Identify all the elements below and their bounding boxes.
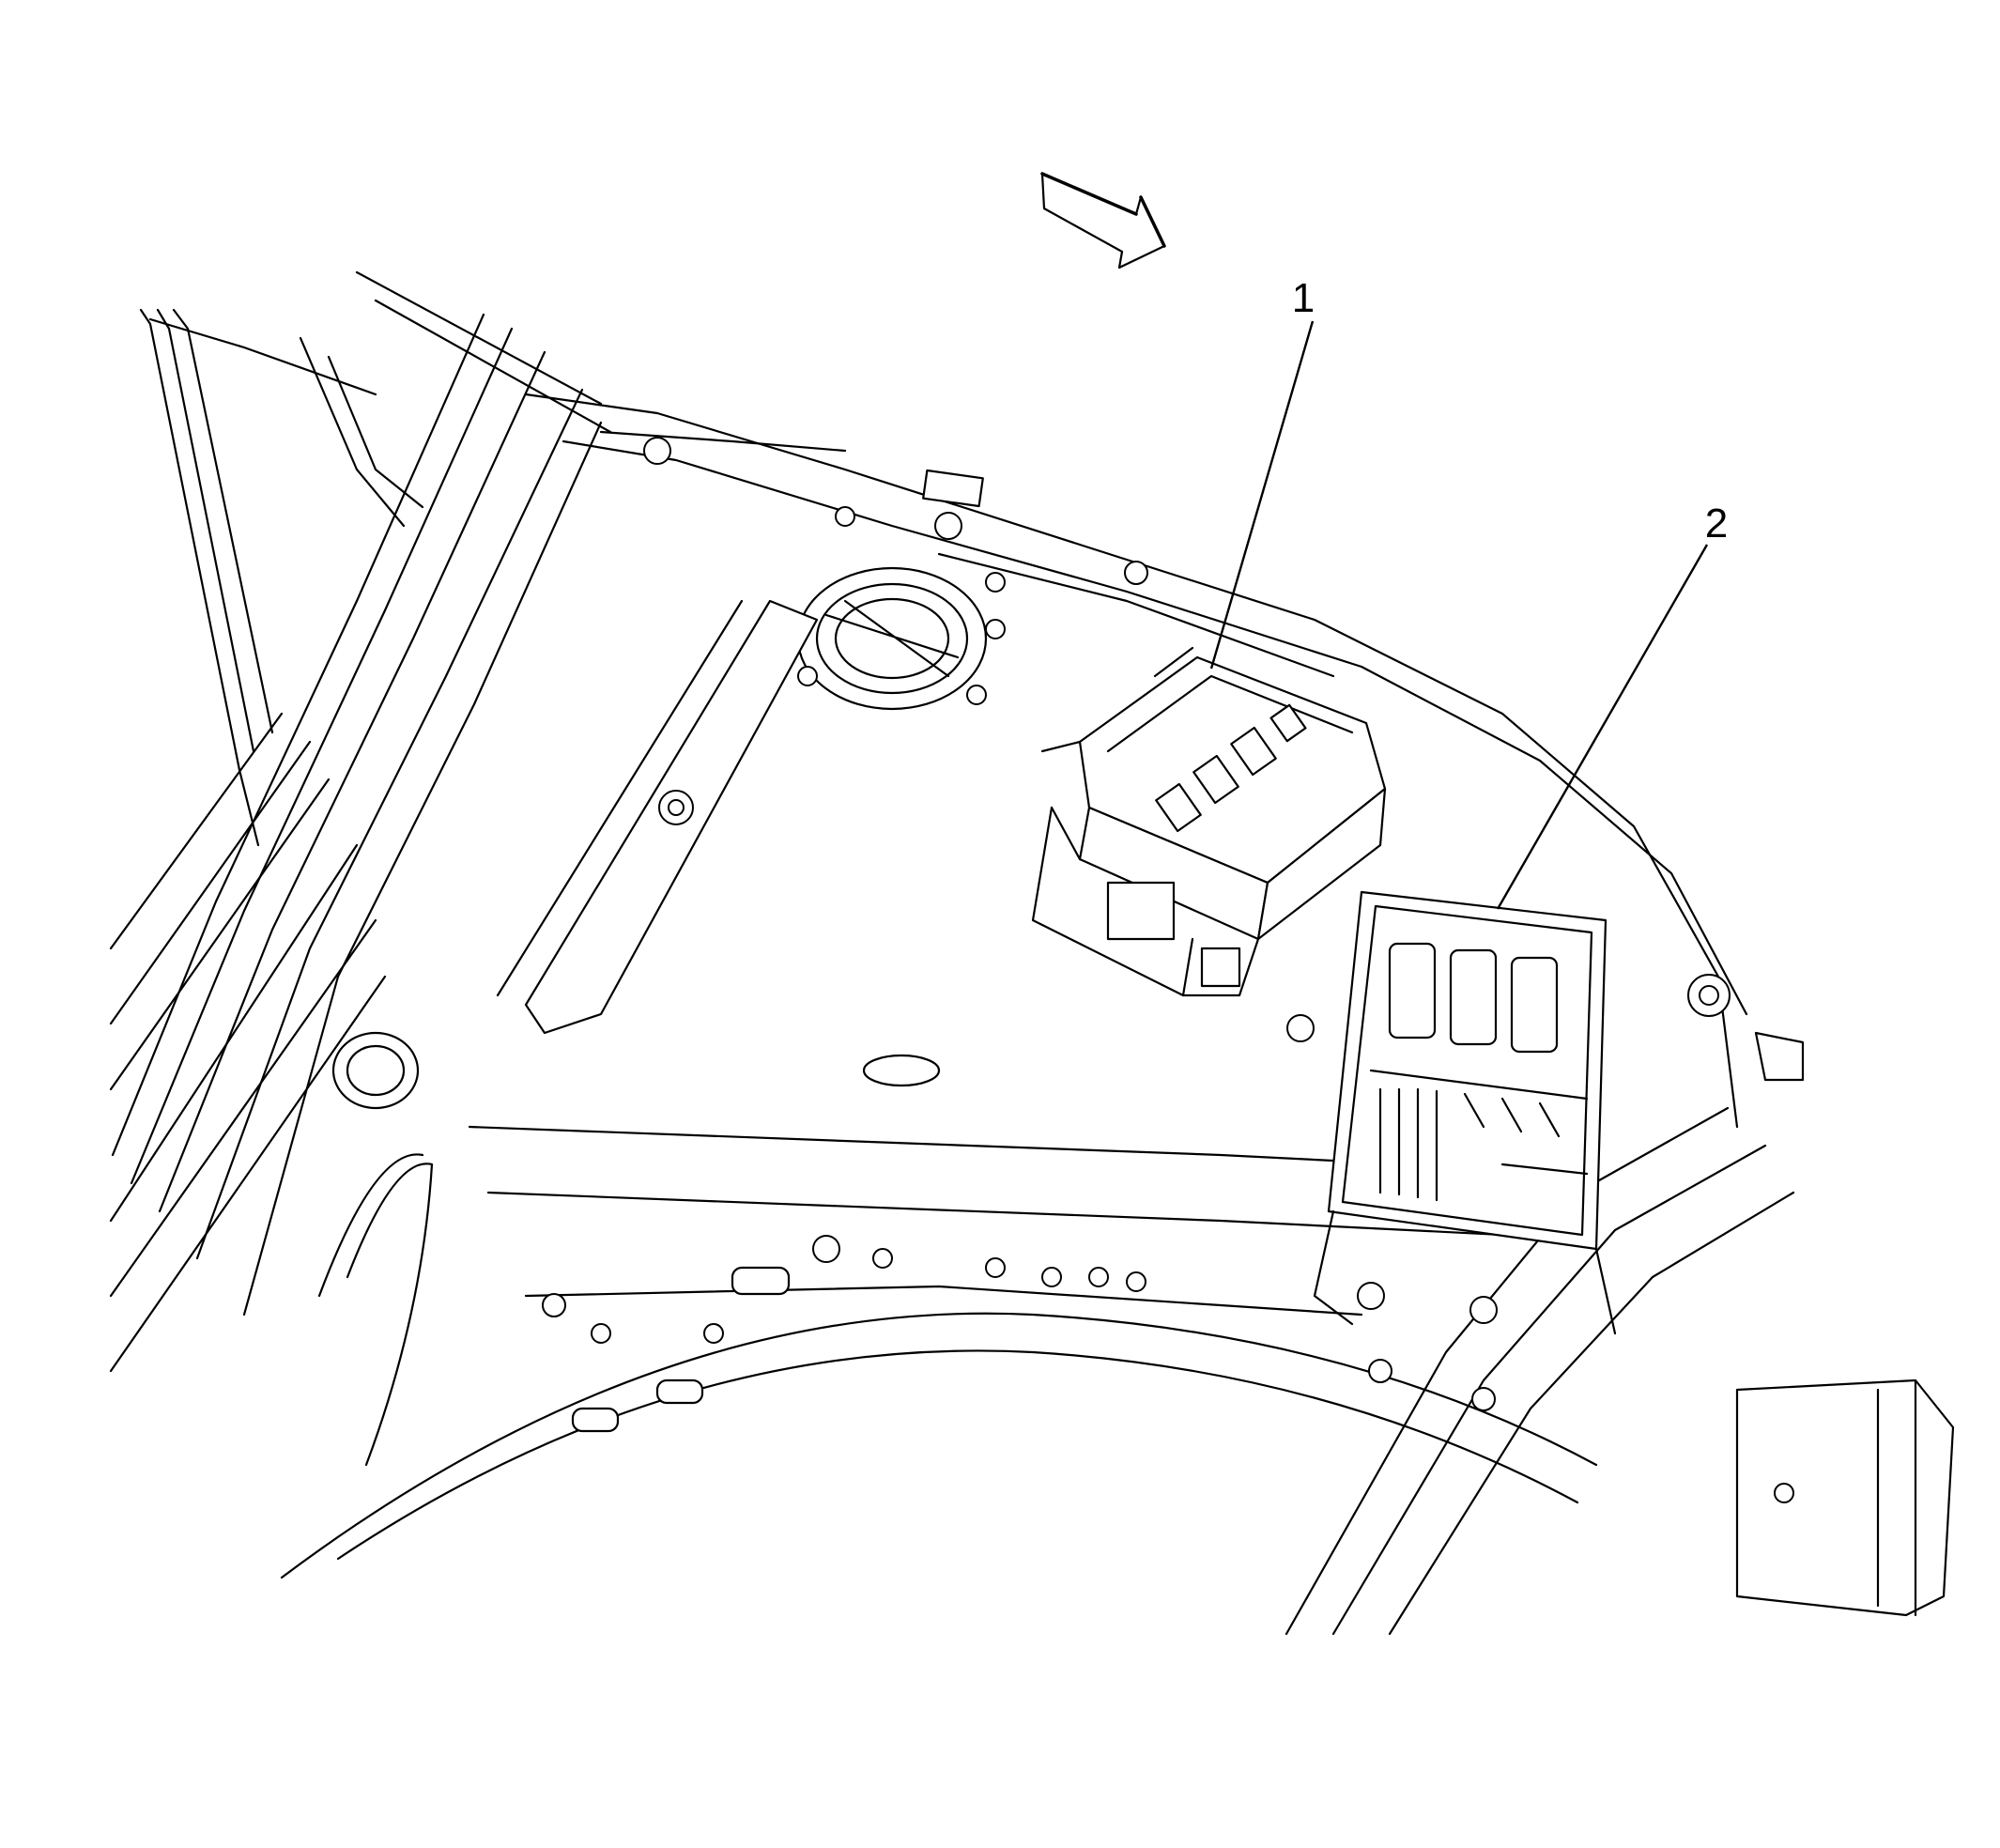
strut-tower xyxy=(796,566,1006,711)
wheelhouse-arc xyxy=(280,1054,1795,1636)
fuse-block xyxy=(1031,646,1387,1042)
left-wheel-well xyxy=(317,1031,434,1467)
callout-1-leader xyxy=(1209,320,1315,670)
diagonal-brace xyxy=(496,599,819,1035)
fender-upper-rail xyxy=(524,393,1748,1129)
callout-2: 2 xyxy=(1496,500,1728,910)
callout-2-leader xyxy=(1496,544,1709,910)
callout-2-label: 2 xyxy=(1705,500,1728,547)
callout-1: 1 xyxy=(1209,275,1315,670)
engine-control-module xyxy=(1313,890,1617,1335)
right-bumper-beam xyxy=(1687,974,1955,1617)
left-frame-rails xyxy=(109,270,612,1373)
callout-1-label: 1 xyxy=(1292,275,1315,321)
forward-direction-arrow-icon xyxy=(1040,172,1166,270)
